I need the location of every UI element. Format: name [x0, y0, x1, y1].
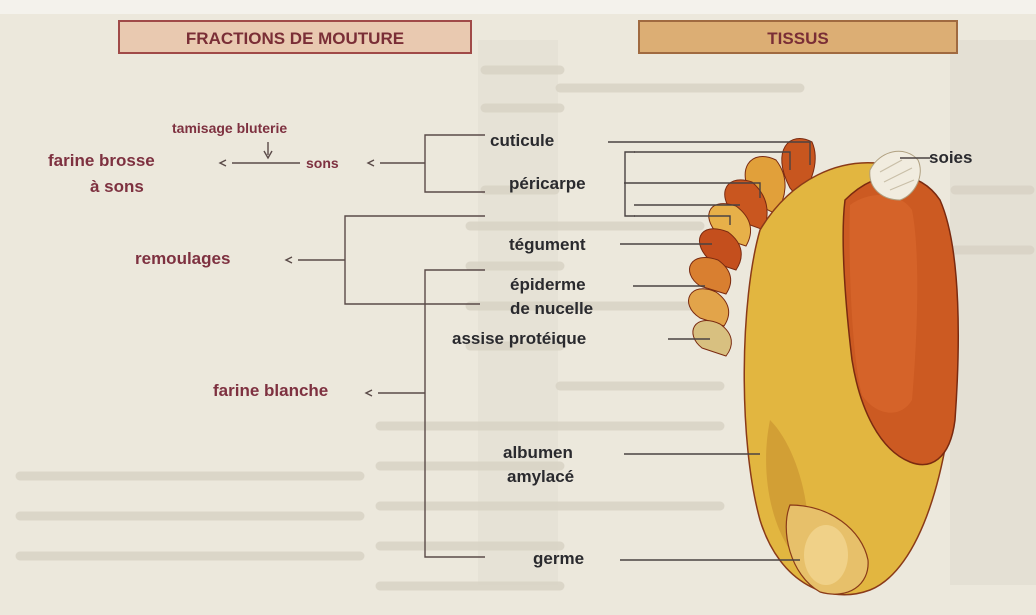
label-cuticule: cuticule: [490, 131, 554, 151]
label-epiderme: épiderme: [510, 275, 586, 295]
label-sons: sons: [306, 153, 339, 173]
label-tamisage: tamisage bluterie: [172, 118, 287, 138]
label-farine-blanche: farine blanche: [213, 381, 328, 401]
label-a-sons: à sons: [90, 177, 144, 197]
label-albumen: albumen: [503, 443, 573, 463]
fraction-brackets: [220, 135, 485, 557]
header-tissus: TISSUS: [638, 20, 958, 54]
wheat-grain: [744, 151, 958, 594]
label-farine-brosse: farine brosse: [48, 151, 155, 171]
label-remoulages: remoulages: [135, 249, 230, 269]
label-soies: soies: [929, 148, 972, 168]
label-de-nucelle: de nucelle: [510, 299, 593, 319]
label-pericarpe: péricarpe: [509, 174, 586, 194]
header-fractions: FRACTIONS DE MOUTURE: [118, 20, 472, 54]
label-amylace: amylacé: [507, 467, 574, 487]
label-assise-proteique: assise protéique: [452, 329, 586, 349]
label-tegument: tégument: [509, 235, 586, 255]
label-germe: germe: [533, 549, 584, 569]
